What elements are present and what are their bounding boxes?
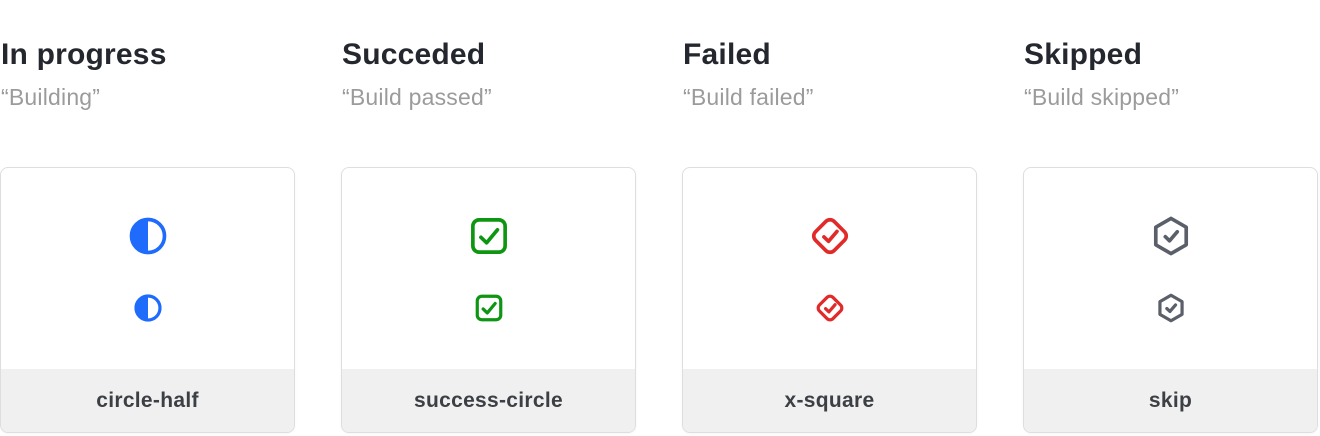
icon-card-footer: circle-half bbox=[1, 369, 294, 432]
check-hexagon-icon bbox=[1157, 293, 1184, 322]
icon-card: skip bbox=[1023, 167, 1318, 433]
column-title: Succeded bbox=[342, 38, 486, 71]
icon-card: success-circle bbox=[341, 167, 636, 433]
icon-card-body bbox=[683, 168, 976, 369]
status-column-failed: Failed “Build failed” x-square bbox=[682, 0, 977, 433]
status-column-skipped: Skipped “Build skipped” skip bbox=[1023, 0, 1318, 433]
column-subtitle: “Building” bbox=[1, 84, 101, 110]
check-square-icon bbox=[470, 217, 507, 254]
icon-name-label: success-circle bbox=[414, 388, 563, 412]
icon-card-footer: success-circle bbox=[342, 369, 635, 432]
icon-name-label: circle-half bbox=[96, 388, 199, 412]
icon-card-footer: x-square bbox=[683, 369, 976, 432]
check-diamond-icon bbox=[816, 294, 843, 321]
column-subtitle: “Build passed” bbox=[342, 84, 492, 110]
icon-name-label: skip bbox=[1148, 388, 1193, 412]
circle-half-icon bbox=[129, 217, 166, 254]
icon-card-body bbox=[342, 168, 635, 369]
column-title: In progress bbox=[1, 38, 167, 71]
icon-card: x-square bbox=[682, 167, 977, 433]
icon-card-body bbox=[1, 168, 294, 369]
check-diamond-icon bbox=[811, 217, 848, 254]
column-title: Skipped bbox=[1024, 38, 1143, 71]
column-subtitle: “Build skipped” bbox=[1024, 84, 1180, 110]
status-column-succeded: Succeded “Build passed” success-circle bbox=[341, 0, 636, 433]
circle-half-icon bbox=[133, 293, 162, 322]
column-title: Failed bbox=[683, 38, 771, 71]
check-square-icon bbox=[475, 294, 502, 321]
icon-card-footer: skip bbox=[1024, 369, 1317, 432]
icon-name-label: x-square bbox=[784, 388, 875, 412]
icon-card: circle-half bbox=[0, 167, 295, 433]
column-subtitle: “Build failed” bbox=[683, 84, 814, 110]
icon-card-body bbox=[1024, 168, 1317, 369]
check-hexagon-icon bbox=[1153, 216, 1188, 255]
status-column-in-progress: In progress “Building” circle-half bbox=[0, 0, 295, 433]
